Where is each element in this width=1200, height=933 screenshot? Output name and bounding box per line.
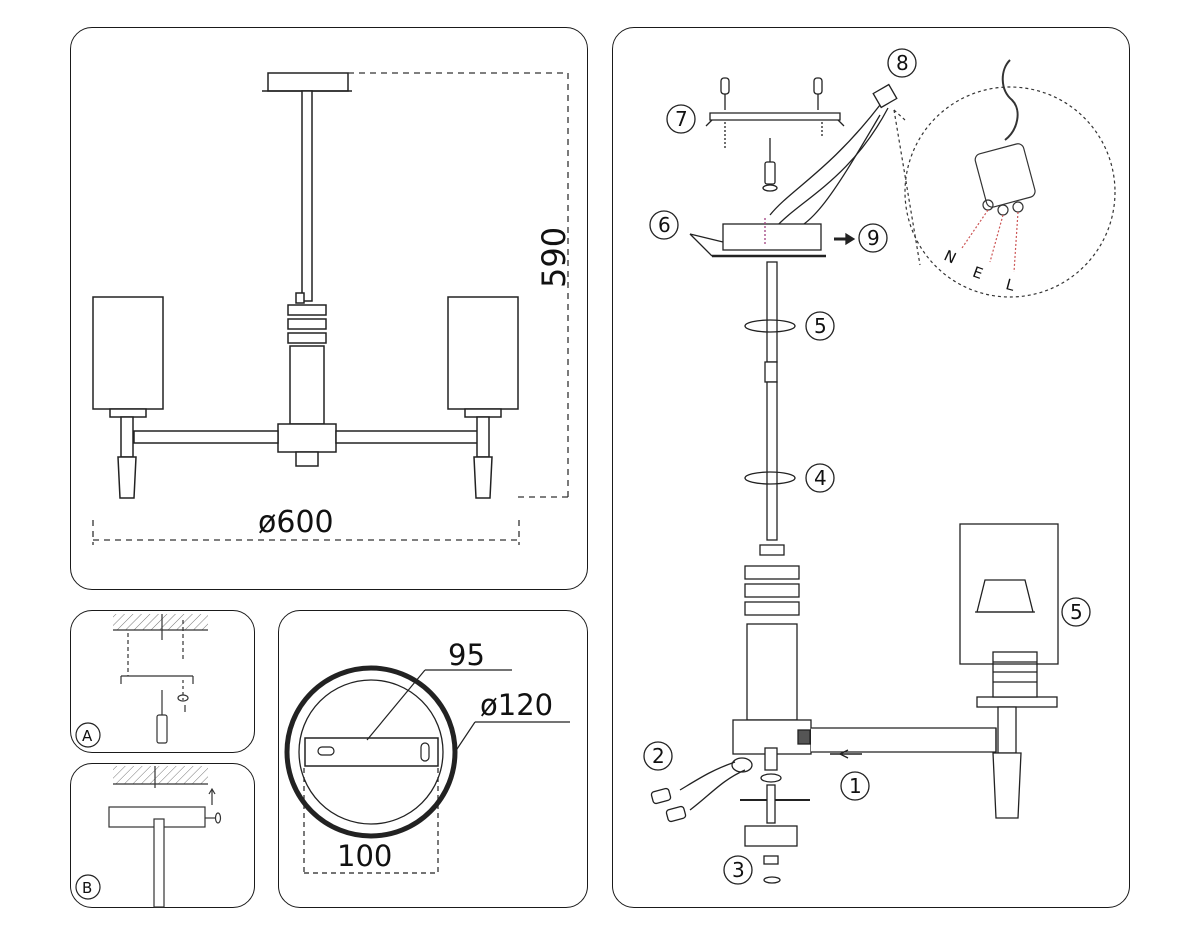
screw-spacing-label: 95: [448, 638, 485, 672]
panel-a-marker: A: [82, 727, 93, 745]
assembly-panel: [612, 27, 1130, 908]
step-6-label: 6: [658, 213, 671, 237]
step-5-shade-label: 5: [1070, 600, 1083, 624]
step-3-label: 3: [732, 858, 745, 882]
step-4-label: 4: [814, 466, 827, 490]
height-dimension-label: 590: [535, 227, 573, 288]
step-2-label: 2: [652, 744, 665, 768]
bracket-width-label: 100: [337, 839, 392, 873]
panel-b-marker: B: [82, 879, 92, 897]
step-7-label: 7: [675, 107, 688, 131]
step-5-label: 5: [814, 314, 827, 338]
ceiling-plate-drawing: [284, 665, 570, 874]
dimension-lines: [92, 72, 569, 545]
wire-label-e: E: [970, 263, 985, 283]
width-dimension-label: ø600: [258, 505, 334, 540]
wire-label-l: L: [1004, 275, 1017, 295]
step-8-label: 8: [896, 51, 909, 75]
step-9-label: 9: [867, 226, 880, 250]
assembly-drawing: [650, 77, 1059, 884]
chandelier-overview: [92, 72, 519, 499]
terminal-detail: [893, 59, 1116, 298]
plate-diameter-label: ø120: [480, 688, 553, 722]
mounting-detail-b: [108, 766, 222, 908]
step-callouts: [643, 48, 1091, 885]
step-1-label: 1: [849, 774, 862, 798]
mounting-detail-a: [113, 614, 208, 744]
wire-label-n: N: [941, 246, 959, 267]
